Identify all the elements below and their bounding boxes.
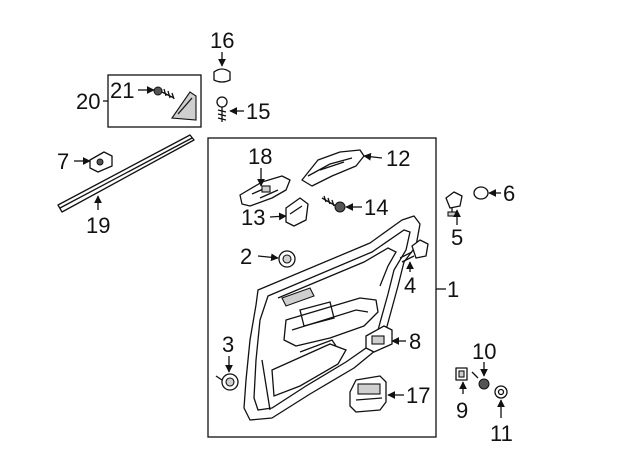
callout-13: 13 — [241, 205, 265, 230]
part-16-plug — [213, 68, 231, 83]
part-13-cover — [285, 197, 309, 227]
part-15-screw — [216, 96, 228, 122]
part-11-nut — [494, 385, 508, 399]
part-21-screw — [153, 86, 175, 100]
callout-8: 8 — [409, 329, 421, 354]
callout-12: 12 — [386, 146, 410, 171]
part-4-retainer — [399, 239, 429, 263]
part-19-molding — [57, 134, 195, 213]
callout-16: 16 — [210, 28, 234, 53]
part-7-endcap — [89, 151, 113, 173]
arrow-12 — [363, 152, 383, 161]
callout-15: 15 — [246, 99, 270, 124]
callout-2: 2 — [240, 244, 252, 269]
part-5-fastener — [445, 191, 463, 217]
part-6-grommet — [473, 186, 489, 200]
part-2-clip — [278, 250, 296, 268]
callout-4: 4 — [404, 273, 416, 298]
callout-1: 1 — [447, 277, 459, 302]
callout-10: 10 — [472, 339, 496, 364]
part-17-window-switch — [349, 375, 387, 413]
callout-21: 21 — [110, 78, 134, 103]
part-9-clip — [455, 367, 468, 381]
callout-20: 20 — [76, 89, 100, 114]
part-20-wedge — [171, 91, 197, 121]
callout-18: 18 — [248, 144, 272, 169]
part-14-screw — [321, 195, 346, 213]
arrow-2 — [257, 253, 279, 262]
arrow-13 — [269, 212, 287, 221]
callout-17: 17 — [406, 383, 430, 408]
part-3-clip — [215, 373, 239, 391]
callout-3: 3 — [222, 332, 234, 357]
door-trim-panel — [243, 215, 421, 421]
callout-14: 14 — [364, 195, 388, 220]
callout-7: 7 — [57, 149, 69, 174]
callout-19: 19 — [86, 213, 110, 238]
callout-11: 11 — [490, 421, 513, 446]
part-18-bracket — [239, 175, 291, 207]
callout-5: 5 — [451, 225, 463, 250]
callout-6: 6 — [503, 181, 515, 206]
part-10-screw — [471, 371, 490, 390]
assembly-box — [207, 137, 437, 438]
part-12-handle-cover — [301, 149, 365, 187]
callout-9: 9 — [456, 398, 468, 423]
